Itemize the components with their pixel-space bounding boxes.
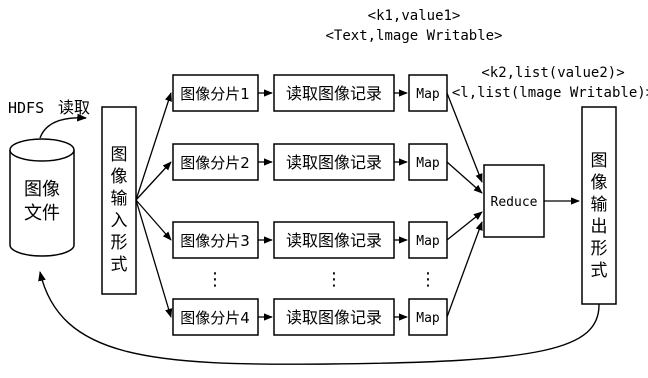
- map-box: [408, 221, 448, 259]
- output-format-char: 形: [591, 239, 608, 259]
- reduce-box: [483, 164, 545, 238]
- map-label: Map: [416, 311, 440, 326]
- read-record-label: 读取图像记录: [286, 308, 382, 327]
- storage-label-line1: 图像: [24, 179, 60, 200]
- output-format-char: 图: [591, 151, 608, 171]
- output-to-storage-arrow: [38, 271, 600, 365]
- input-format-char: 像: [111, 167, 128, 187]
- input-format-label: 图 像 输 入 形 式: [111, 145, 128, 275]
- map-kv-line2: <Text,lmage Writable>: [325, 28, 502, 44]
- map-box: [408, 298, 448, 336]
- reduce-kv-line2: <l,list(lmage Writable)>: [452, 85, 648, 101]
- map-label: Map: [416, 156, 440, 171]
- input-format-char: 形: [111, 233, 128, 253]
- ellipsis: ⋮: [325, 269, 343, 290]
- reduce-kv-line1: <k2,list(value2)>: [481, 65, 624, 81]
- ellipsis: ⋮: [206, 269, 224, 290]
- reduce-label: Reduce: [491, 195, 538, 210]
- image-split-label: 图像分片1: [180, 85, 250, 103]
- ellipsis: ⋮: [419, 269, 437, 290]
- read-record-box: [273, 221, 395, 259]
- map-label: Map: [416, 87, 440, 102]
- image-split-box: [172, 143, 259, 181]
- hdfs-label: HDFS: [8, 99, 44, 117]
- image-split-label: 图像分片3: [180, 232, 250, 250]
- image-file-storage: 图像 文件: [9, 138, 75, 257]
- output-format-char: 输: [591, 195, 608, 215]
- input-format-box: [101, 106, 137, 295]
- input-format-char: 入: [111, 211, 128, 231]
- read-record-label: 读取图像记录: [286, 153, 382, 172]
- input-format-char: 式: [111, 255, 128, 275]
- output-format-box: [581, 106, 617, 305]
- output-format-label: 图 像 输 出 形 式: [591, 151, 608, 281]
- output-format-char: 式: [591, 261, 608, 281]
- storage-label-line2: 文件: [24, 203, 60, 224]
- image-split-label: 图像分片4: [180, 309, 250, 327]
- input-to-split-arrows: [135, 92, 173, 318]
- map-to-reduce-arrows: [446, 92, 483, 318]
- hdfs-read-arrow: [39, 113, 87, 139]
- read-label: 读取: [58, 98, 90, 117]
- read-record-label: 读取图像记录: [286, 84, 382, 103]
- input-format-char: 图: [111, 145, 128, 165]
- map-box: [408, 143, 448, 181]
- input-format-char: 输: [111, 189, 128, 209]
- image-split-box: [172, 74, 259, 112]
- read-record-box: [273, 143, 395, 181]
- read-record-label: 读取图像记录: [286, 231, 382, 250]
- map-box: [408, 74, 448, 112]
- output-format-char: 出: [591, 217, 608, 237]
- image-split-box: [172, 221, 259, 259]
- map-label: Map: [416, 234, 440, 249]
- image-split-box: [172, 298, 259, 336]
- map-kv-line1: <k1,value1>: [368, 8, 461, 24]
- output-format-char: 像: [591, 173, 608, 193]
- image-split-label: 图像分片2: [180, 154, 250, 172]
